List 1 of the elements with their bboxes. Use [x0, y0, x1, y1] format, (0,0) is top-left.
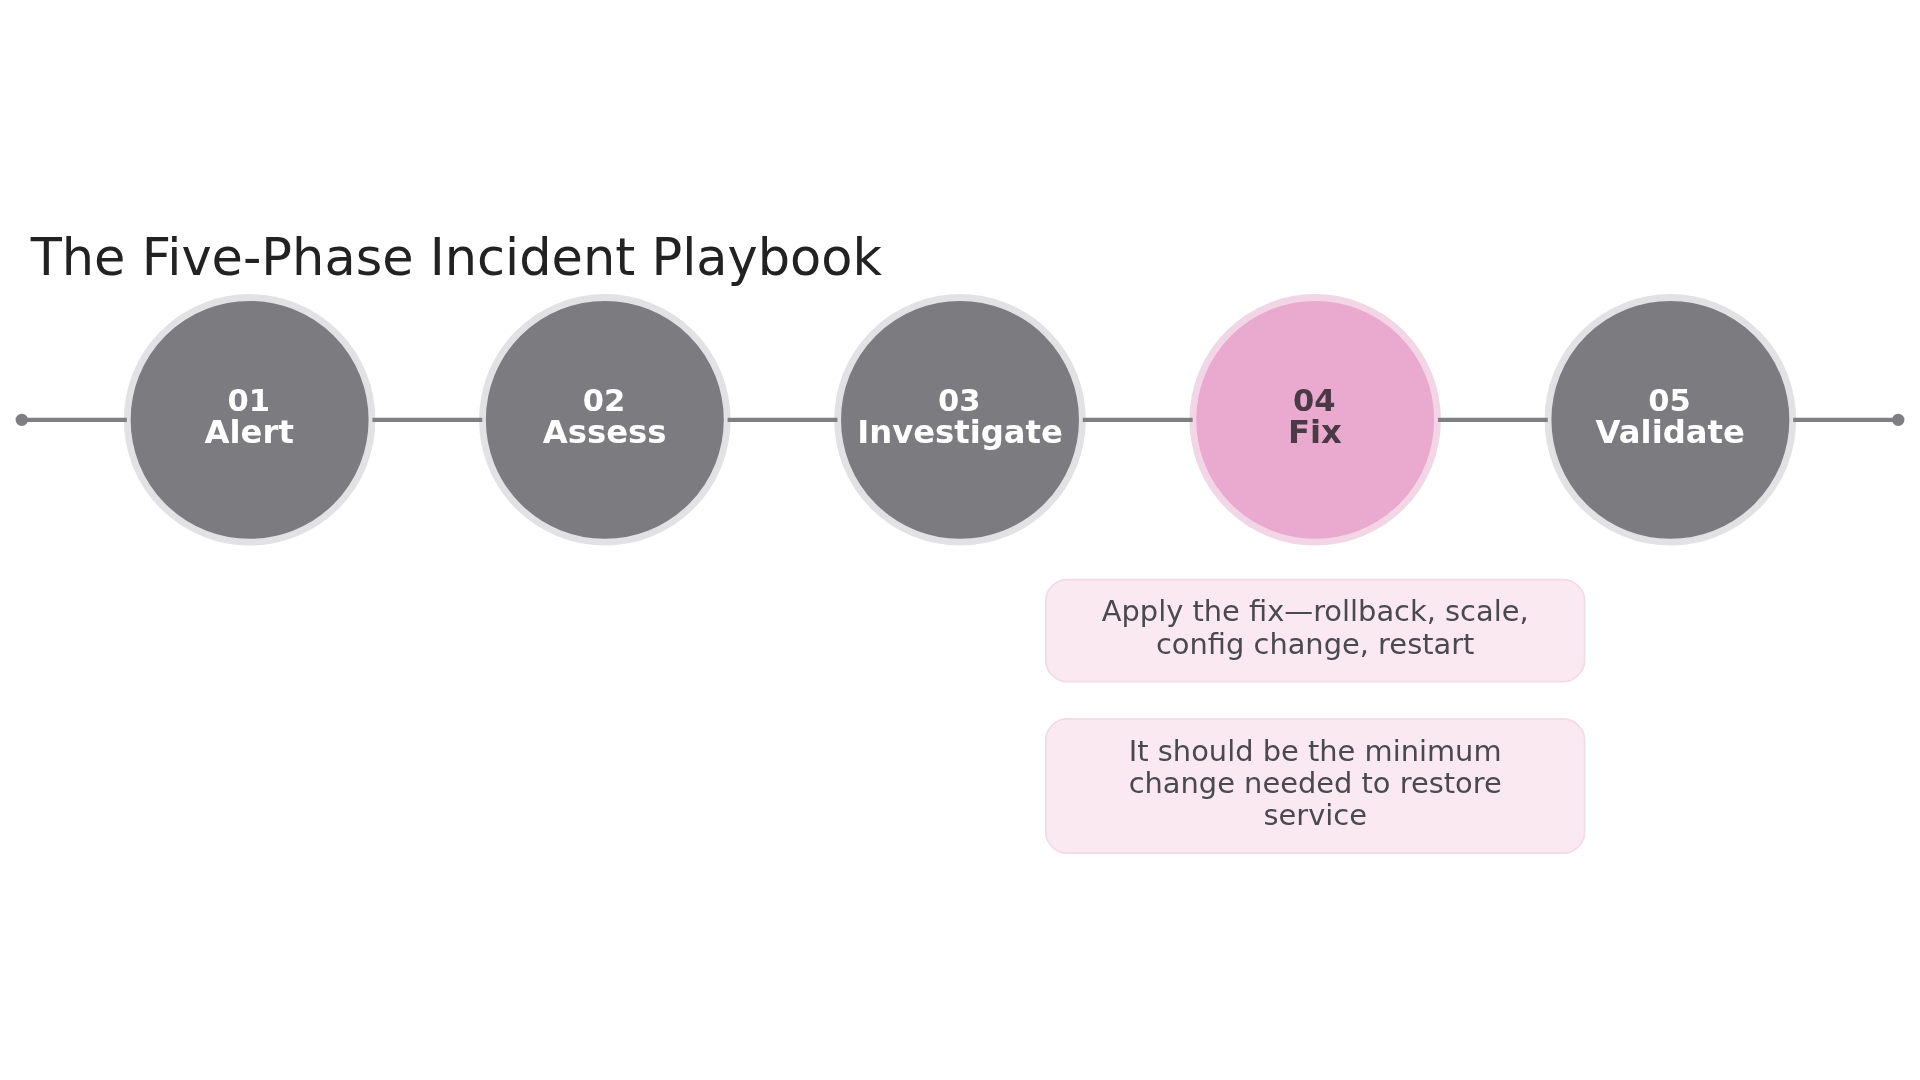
diagram-title: The Five-Phase Incident Playbook [30, 227, 882, 287]
